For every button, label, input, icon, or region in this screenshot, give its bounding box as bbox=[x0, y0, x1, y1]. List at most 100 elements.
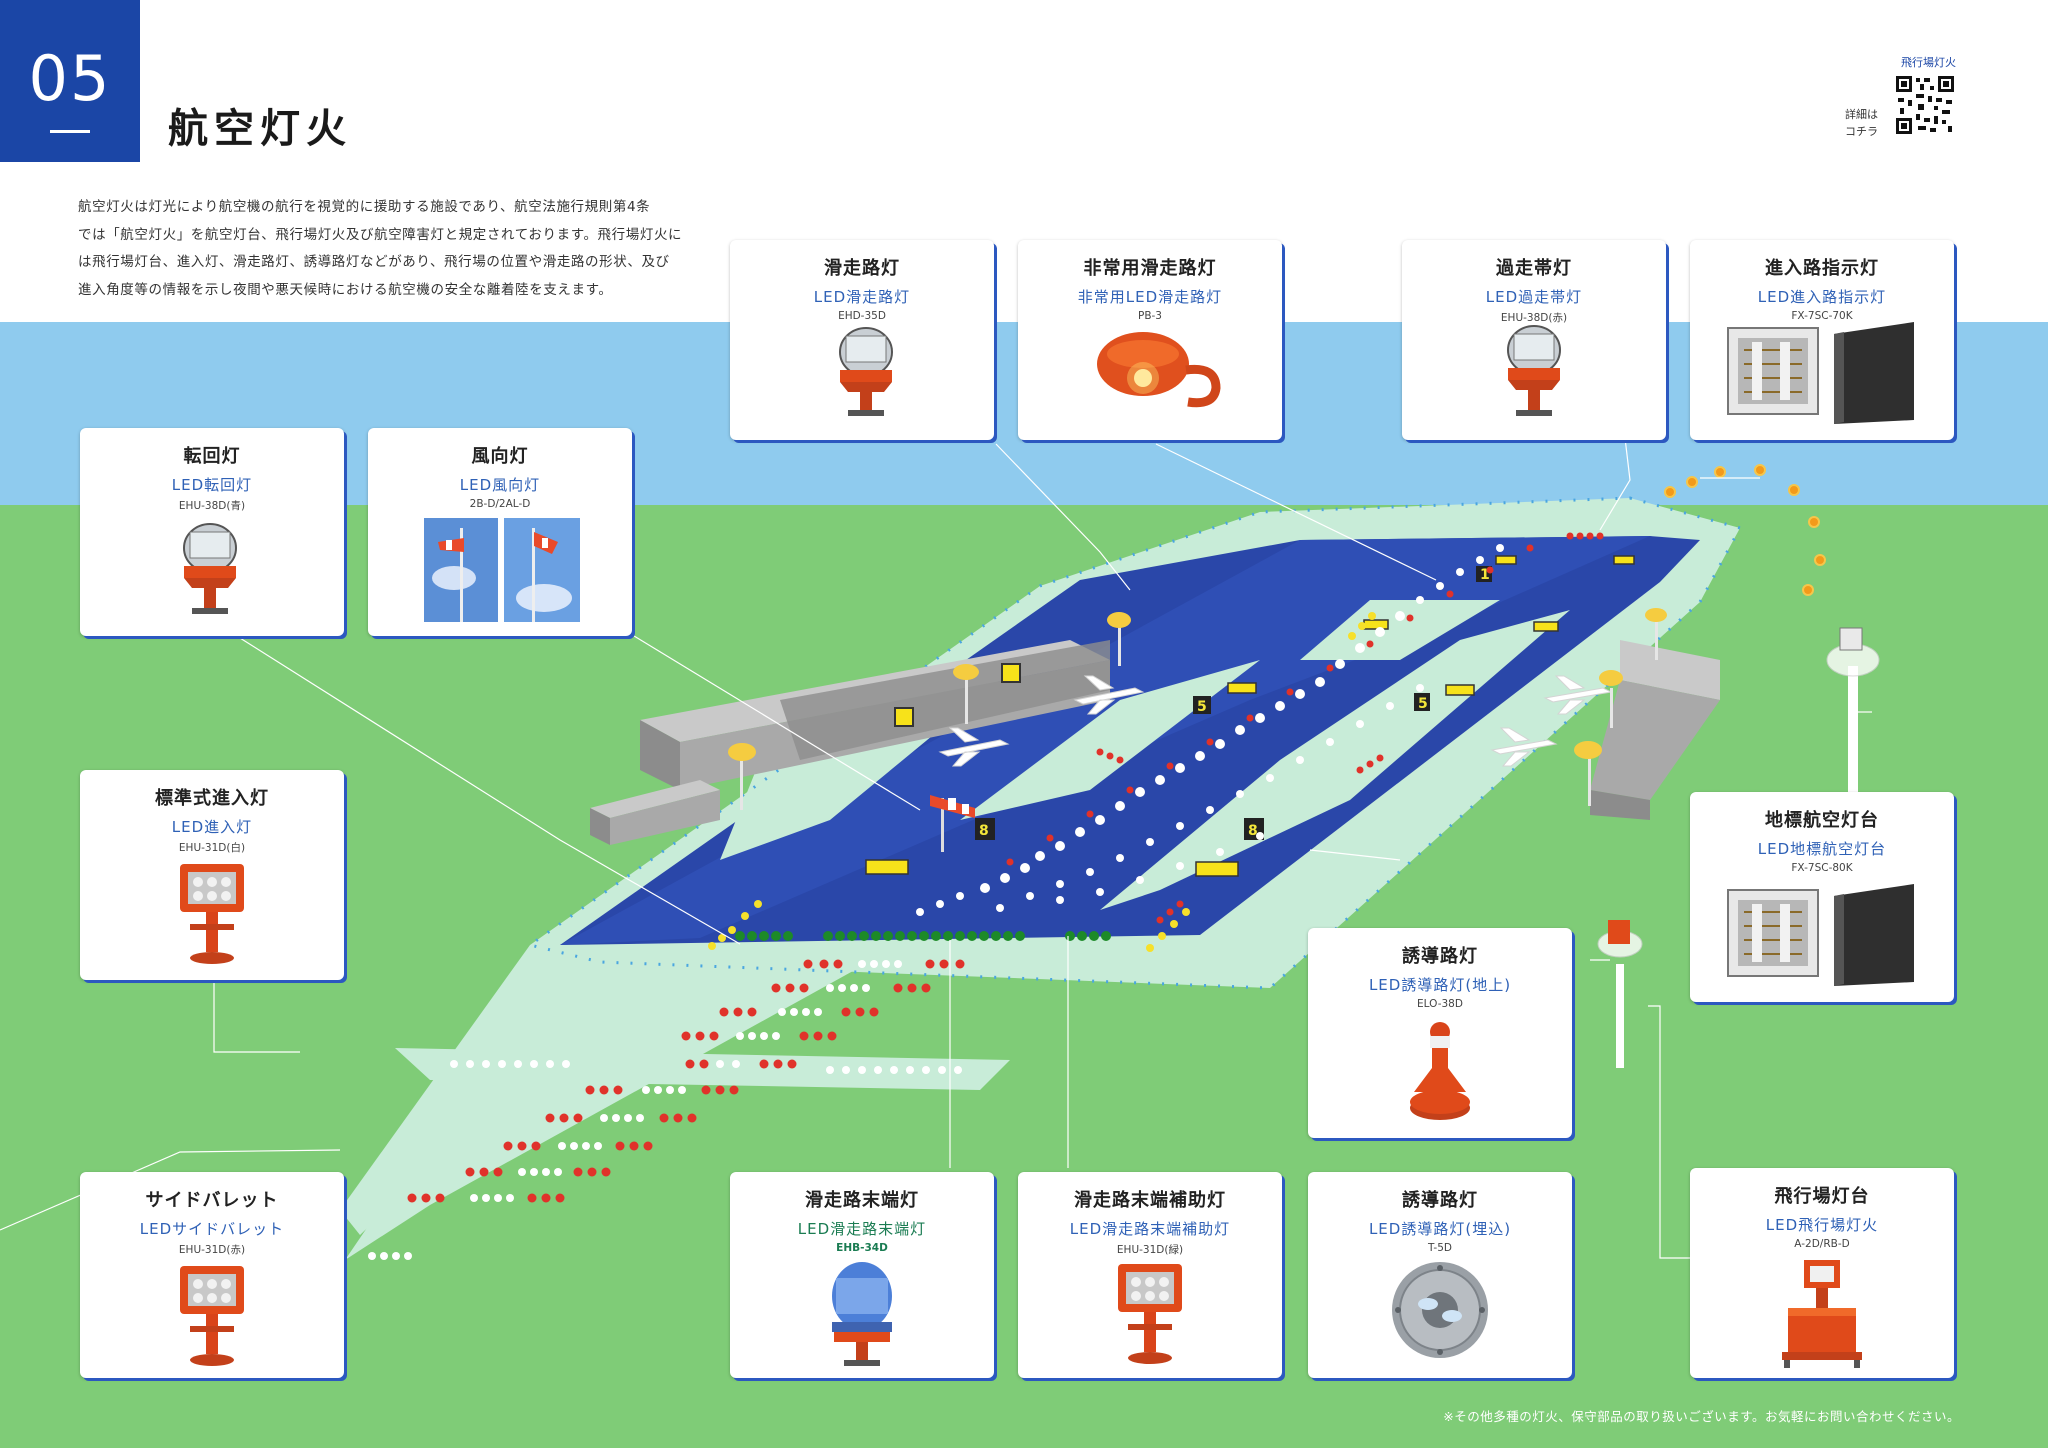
card-title: 飛行場灯台 bbox=[1774, 1186, 1870, 1207]
apron-island-1 bbox=[1300, 600, 1500, 660]
card-title: 標準式進入灯 bbox=[155, 788, 269, 809]
dome-light-icon bbox=[183, 523, 237, 614]
card-side-barrette[interactable]: サイドバレット LEDサイドバレット EHU-31D(赤) bbox=[80, 1172, 344, 1378]
card-model: EHD-35D bbox=[838, 310, 886, 322]
qr-caption-line-1: 詳細は bbox=[1845, 108, 1878, 121]
sign-number-2: 8 bbox=[979, 823, 989, 839]
card-title: 誘導路灯 bbox=[1402, 1190, 1478, 1211]
card-wind-direction-light[interactable]: 風向灯 LED風向灯 2B-D/2AL-D bbox=[368, 428, 632, 636]
card-title: 滑走路末端補助灯 bbox=[1074, 1190, 1226, 1211]
dome-light-icon bbox=[1507, 325, 1561, 416]
landmark-beacon-tower bbox=[1826, 627, 1880, 806]
card-title: 転回灯 bbox=[183, 446, 241, 467]
windsock-icon bbox=[424, 518, 580, 622]
blue-dome-icon bbox=[832, 1262, 892, 1366]
windsock bbox=[930, 795, 975, 852]
card-model: PB-3 bbox=[1137, 310, 1162, 322]
card-aerodrome-beacon[interactable]: 飛行場灯台 LED飛行場灯火 A-2D/RB-D bbox=[1690, 1168, 1954, 1378]
qr-caption: 詳細は コチラ bbox=[1838, 106, 1878, 140]
section-number-underline bbox=[50, 130, 90, 133]
runway-yellow-lights bbox=[708, 612, 1376, 952]
card-product: LED地標航空灯台 bbox=[1757, 840, 1887, 858]
qr-label: 飛行場灯火 bbox=[1901, 56, 1956, 69]
runway-red-lights bbox=[1006, 532, 1604, 924]
portable-light-icon bbox=[1097, 332, 1221, 408]
card-taxiway-light-elevated[interactable]: 誘導路灯 LED誘導路灯(地上) ELO-38D bbox=[1308, 928, 1572, 1138]
number-signs: 5 8 8 1 5 bbox=[975, 566, 1492, 840]
intro-line-3: は飛行場灯台、進入灯、滑走路灯、誘導路灯などがあり、飛行場の位置や滑走路の形状、… bbox=[78, 254, 670, 270]
card-title: 過走帯灯 bbox=[1496, 258, 1572, 279]
card-approach-path-light[interactable]: 進入路指示灯 LED進入路指示灯 FX-7SC-70K bbox=[1690, 240, 1954, 440]
card-runway-end-light[interactable]: 滑走路末端灯 LED滑走路末端灯 EHB-34D bbox=[730, 1172, 994, 1378]
card-product: LED風向灯 bbox=[459, 476, 541, 494]
dome-light-icon bbox=[839, 327, 893, 416]
apron-island-2 bbox=[960, 660, 1260, 820]
card-runway-end-aux-light[interactable]: 滑走路末端補助灯 LED滑走路末端補助灯 EHU-31D(緑) bbox=[1018, 1172, 1282, 1378]
card-overrun-light[interactable]: 過走帯灯 LED過走帯灯 EHU-38D(赤) bbox=[1402, 240, 1666, 440]
terminal-right bbox=[1590, 640, 1720, 820]
apron-floodlights bbox=[728, 608, 1667, 810]
approach-strip-main bbox=[345, 945, 900, 1260]
floodlight-icon bbox=[1118, 1264, 1182, 1364]
card-product: LEDサイドバレット bbox=[139, 1220, 285, 1238]
card-emergency-runway-light[interactable]: 非常用滑走路灯 非常用LED滑走路灯 PB-3 bbox=[1018, 240, 1282, 440]
card-model: 2B-D/2AL-D bbox=[469, 498, 531, 510]
taxi-signs bbox=[865, 555, 1635, 877]
card-title: 風向灯 bbox=[471, 446, 529, 467]
cabinet-icon bbox=[1727, 884, 1914, 986]
card-product: LED誘導路灯(地上) bbox=[1368, 976, 1512, 994]
intro-paragraph: 航空灯火は灯光により航空機の航行を視覚的に援助する施設であり、航空法施行規則第4… bbox=[78, 194, 698, 304]
card-taxiway-light-inset[interactable]: 誘導路灯 LED誘導路灯(埋込) T-5D bbox=[1308, 1172, 1572, 1378]
section-number-block: 05 bbox=[0, 0, 140, 162]
card-title: 進入路指示灯 bbox=[1765, 258, 1879, 279]
card-title: 非常用滑走路灯 bbox=[1083, 258, 1217, 279]
card-landmark-beacon[interactable]: 地標航空灯台 LED地標航空灯台 FX-7SC-80K bbox=[1690, 792, 1954, 1002]
floodlight-icon bbox=[180, 1266, 244, 1366]
card-model: EHU-38D(青) bbox=[178, 500, 246, 512]
page-title: 航空灯火 bbox=[168, 106, 352, 152]
card-title: 誘導路灯 bbox=[1402, 946, 1478, 967]
floodlight-icon bbox=[180, 864, 244, 964]
intro-line-2: では「航空灯火」を航空灯台、飛行場灯火及び航空障害灯と規定されております。飛行場… bbox=[78, 226, 683, 243]
card-product: 非常用LED滑走路灯 bbox=[1077, 288, 1223, 306]
card-product: LED進入灯 bbox=[171, 818, 253, 836]
card-product: LED滑走路末端灯 bbox=[797, 1220, 927, 1238]
card-title: 滑走路灯 bbox=[824, 258, 900, 279]
card-product: LED滑走路末端補助灯 bbox=[1069, 1220, 1231, 1238]
card-title: 滑走路末端灯 bbox=[805, 1190, 919, 1211]
intro-line-1: 航空灯火は灯光により航空機の航行を視覚的に援助する施設であり、航空法施行規則第4… bbox=[78, 199, 651, 215]
card-approach-light[interactable]: 標準式進入灯 LED進入灯 EHU-31D(白) bbox=[80, 770, 344, 980]
perimeter-dots bbox=[526, 496, 1743, 990]
threshold-green-lights bbox=[735, 931, 1111, 941]
card-model: T-5D bbox=[1427, 1242, 1452, 1254]
card-runway-light[interactable]: 滑走路灯 LED滑走路灯 EHD-35D bbox=[730, 240, 994, 440]
card-model: ELO-38D bbox=[1417, 998, 1463, 1010]
runway-white-lights bbox=[916, 544, 1504, 916]
sign-number-4: 1 bbox=[1480, 567, 1490, 583]
sign-number-5: 5 bbox=[1418, 696, 1428, 712]
leader-lines bbox=[0, 437, 1872, 1259]
qr-code-icon[interactable] bbox=[1894, 74, 1956, 136]
card-product: LED転回灯 bbox=[171, 476, 253, 494]
card-product: LED滑走路灯 bbox=[813, 288, 911, 306]
qr-caption-line-2: コチラ bbox=[1845, 125, 1878, 138]
card-product: LED進入路指示灯 bbox=[1757, 288, 1887, 306]
beacon-icon bbox=[1782, 1260, 1862, 1368]
terminal-left bbox=[590, 640, 1110, 845]
card-turning-light[interactable]: 転回灯 LED転回灯 EHU-38D(青) bbox=[80, 428, 344, 636]
card-model: EHU-31D(緑) bbox=[1116, 1244, 1184, 1256]
card-title: 地標航空灯台 bbox=[1765, 810, 1879, 831]
card-model: EHU-31D(白) bbox=[178, 842, 246, 854]
card-title: サイドバレット bbox=[145, 1190, 279, 1211]
card-model: FX-7SC-70K bbox=[1791, 310, 1853, 322]
card-model: EHU-31D(赤) bbox=[178, 1244, 246, 1256]
intro-line-4: 進入角度等の情報を示し夜間や悪天候時における航空機の安全な離着陸を支えます。 bbox=[78, 281, 613, 298]
airplanes bbox=[938, 675, 1613, 767]
card-model: EHU-38D(赤) bbox=[1500, 312, 1568, 324]
section-number: 05 bbox=[28, 42, 112, 115]
card-model: EHB-34D bbox=[836, 1242, 888, 1254]
taxi-light-icon bbox=[1410, 1022, 1470, 1120]
sign-number-3: 8 bbox=[1248, 823, 1258, 839]
cabinet-icon bbox=[1727, 322, 1914, 424]
